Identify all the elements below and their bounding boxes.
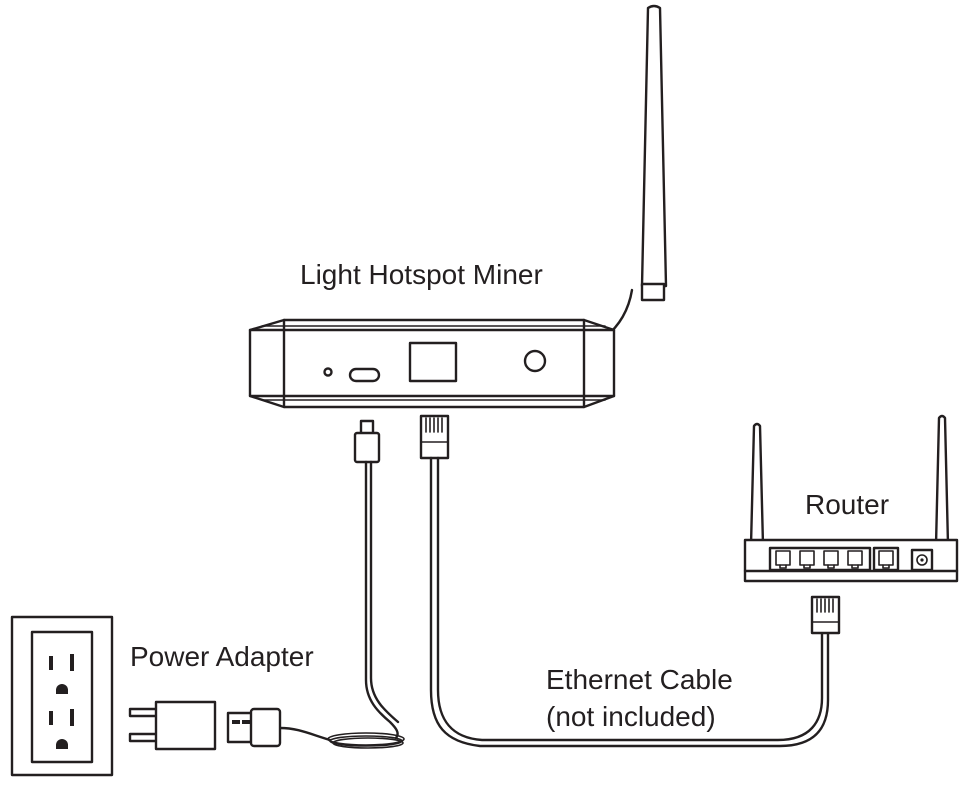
miner-ethernet-port-icon (408, 341, 458, 383)
router-lan-port-icon (775, 550, 791, 569)
router-lan-port-icon (847, 550, 863, 569)
miner-antenna (640, 4, 668, 302)
router-wan-port-icon (872, 546, 900, 572)
label-router: Router (805, 489, 890, 520)
label-ethernet-not-included: (not included) (546, 701, 716, 732)
cable-coil (278, 726, 405, 749)
router (743, 414, 959, 583)
ethernet-plug-miner-icon (419, 414, 450, 460)
label-power-adapter: Power Adapter (130, 641, 314, 672)
router-lan-port-icon (799, 550, 815, 569)
label-light-hotspot-miner: Light Hotspot Miner (300, 259, 543, 290)
power-cable (364, 460, 399, 740)
label-ethernet-cable: Ethernet Cable (546, 664, 733, 695)
power-adapter-icon (128, 700, 217, 751)
usb-a-plug-icon (226, 707, 282, 748)
usbc-plug-icon (353, 419, 381, 464)
miner-usbc-port-icon (348, 367, 381, 383)
miner-antenna-connector-icon (523, 349, 547, 373)
ethernet-plug-router-icon (810, 595, 841, 635)
hotspot-miner (248, 318, 616, 409)
ethernet-cable (429, 456, 830, 748)
router-power-jack-icon (910, 548, 934, 572)
miner-reset-pinhole-icon (323, 367, 333, 377)
router-lan-port-icon (823, 550, 839, 569)
wall-outlet-icon (10, 615, 114, 777)
